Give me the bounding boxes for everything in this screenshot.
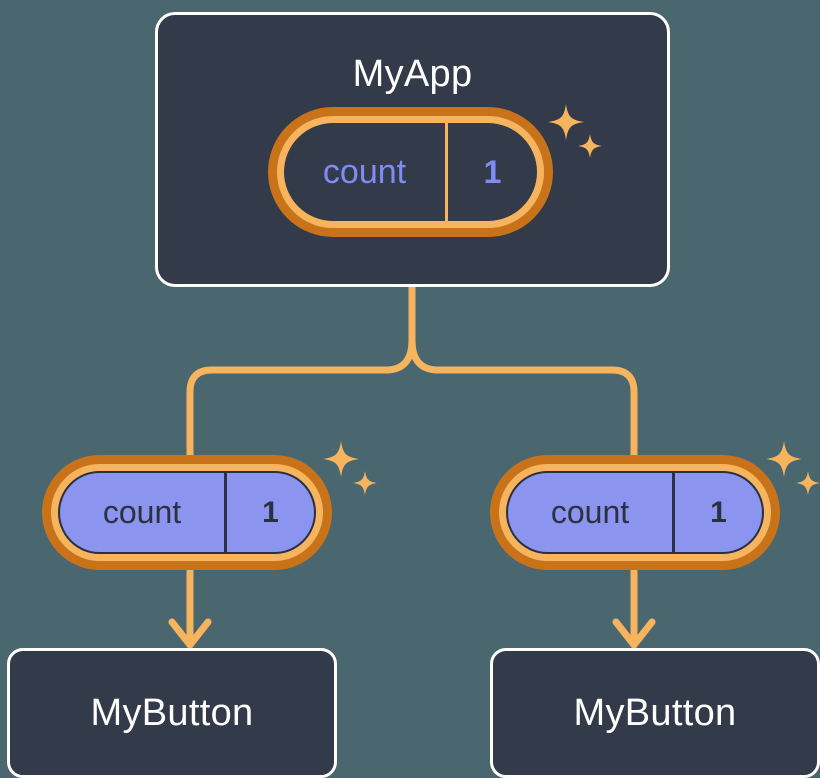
state-pill-body: count 1 (490, 455, 780, 570)
state-pill-myapp[interactable]: count 1 (268, 107, 553, 237)
connector-branch-left (186, 336, 416, 459)
state-pill-inner: count 1 (506, 471, 764, 554)
component-title-mybutton: MyButton (90, 692, 254, 734)
component-card-mybutton-right[interactable]: MyButton (490, 648, 820, 778)
component-title-mybutton: MyButton (573, 692, 737, 734)
state-key-label: count (550, 494, 630, 530)
connector-branch-right (408, 336, 638, 459)
state-key-label: count (322, 152, 407, 191)
state-pill-right[interactable]: count 1 (490, 455, 780, 570)
state-pill-body: count 1 (42, 455, 332, 570)
component-card-mybutton-left[interactable]: MyButton (7, 648, 337, 778)
state-pill-inner: count 1 (58, 471, 316, 554)
state-pill-inner: count 1 (284, 123, 537, 221)
state-value-label: 1 (445, 123, 537, 221)
arrow-down-icon-right (612, 618, 656, 649)
state-pill-body: count 1 (268, 107, 553, 237)
component-title-myapp: MyApp (352, 53, 473, 95)
state-pill-left[interactable]: count 1 (42, 455, 332, 570)
arrow-down-icon-left (168, 618, 212, 649)
state-value-label: 1 (224, 473, 314, 552)
state-value-label: 1 (672, 473, 762, 552)
state-key-label: count (102, 494, 182, 530)
